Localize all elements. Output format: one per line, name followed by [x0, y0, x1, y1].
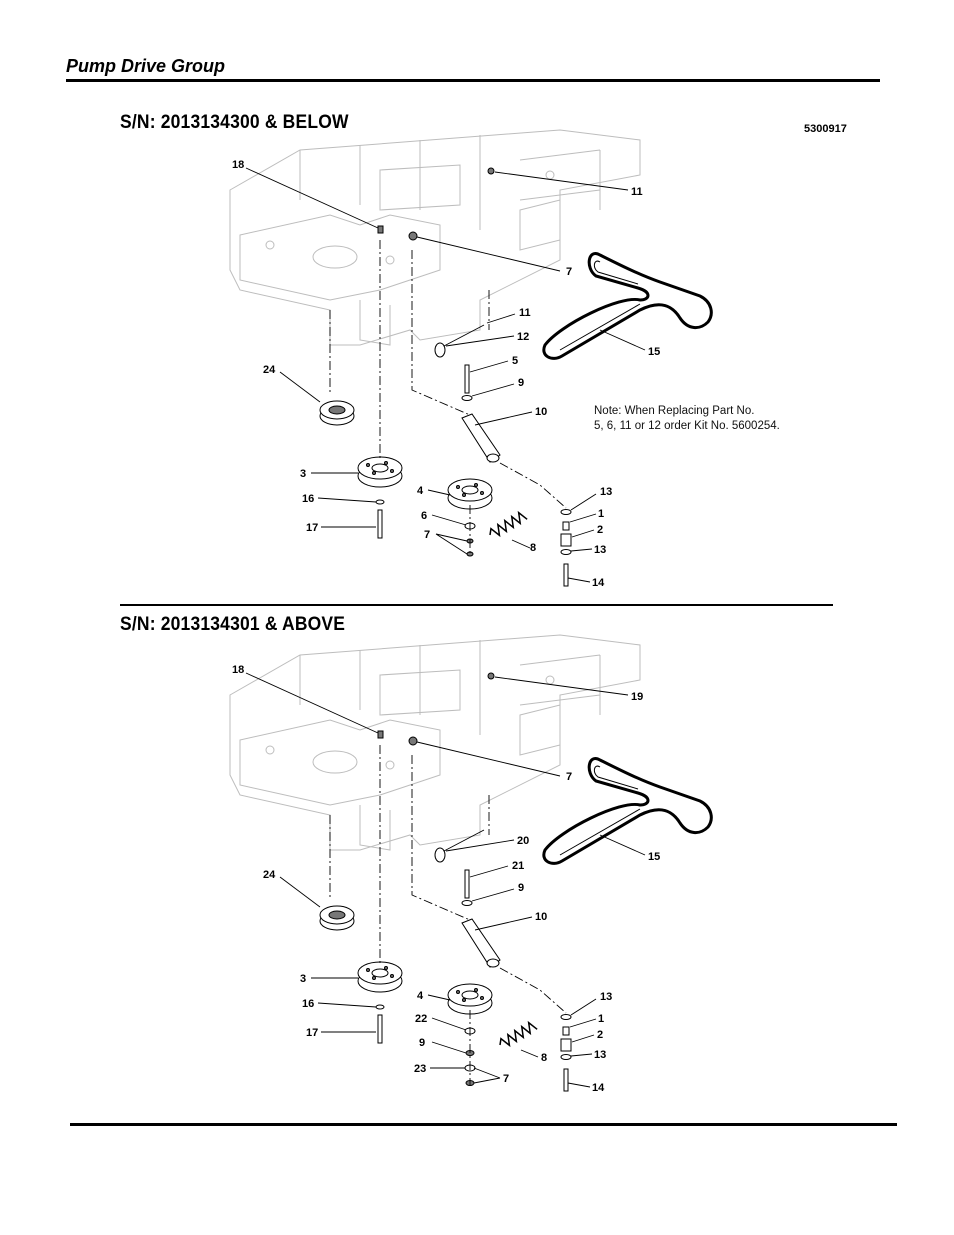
section-heading-below: S/N: 2013134300 & BELOW — [120, 112, 349, 133]
callout-16: 16 — [302, 493, 314, 505]
callout-18: 18 — [232, 159, 244, 171]
kit-note-line-1: Note: When Replacing Part No. — [594, 405, 755, 417]
callout-7: 7 — [566, 266, 572, 278]
section-heading-above: S/N: 2013134301 & ABOVE — [120, 614, 346, 635]
bolt-21 — [464, 869, 470, 899]
kit-note: Note: When Replacing Part No. 5, 6, 11 o… — [594, 404, 780, 434]
section-1-diagram: 18 11 7 11 12 15 5 9 10 24 3 16 17 4 6 7… — [229, 129, 713, 589]
callout-1: 1 — [598, 508, 604, 520]
footer-rule — [70, 1123, 897, 1126]
idler-arm-10 — [461, 413, 501, 463]
bolt-14 — [563, 563, 569, 587]
callout-7b: 7 — [424, 529, 430, 541]
nut-19 — [487, 672, 495, 680]
washer-9-b — [461, 900, 473, 906]
callout-4-b: 4 — [417, 990, 424, 1002]
callout-9-c: 9 — [419, 1037, 425, 1049]
callout-3: 3 — [300, 468, 306, 480]
callout-13-d: 13 — [594, 1049, 606, 1061]
callout-2-b: 2 — [597, 1029, 603, 1041]
callout-10-b: 10 — [535, 911, 547, 923]
callout-23: 23 — [414, 1063, 426, 1075]
callout-9-b: 9 — [518, 882, 524, 894]
callout-8-b: 8 — [541, 1052, 547, 1064]
kit-note-line-2: 5, 6, 11 or 12 order Kit No. 5600254. — [594, 420, 780, 432]
callout-11b: 11 — [519, 307, 531, 319]
callout-16-b: 16 — [302, 998, 314, 1010]
frame-outline-2 — [229, 634, 641, 851]
pump-pulley-24 — [319, 400, 355, 426]
nut-7-top-b — [408, 736, 418, 746]
callout-13b: 13 — [594, 544, 606, 556]
nut-11-top — [487, 167, 495, 175]
section-divider — [120, 604, 833, 606]
callout-20: 20 — [517, 835, 529, 847]
pump-pulley-24-b — [319, 905, 355, 931]
callout-14: 14 — [592, 577, 605, 589]
callout-19: 19 — [631, 691, 643, 703]
page-title: Pump Drive Group — [66, 56, 226, 76]
section-2-diagram: 18 19 7 20 15 21 9 10 24 3 16 17 4 22 9 … — [229, 634, 713, 1094]
drawing-id: 5300917 — [804, 123, 847, 135]
nut-7-top — [408, 231, 418, 241]
callout-7-b: 7 — [566, 771, 572, 783]
callout-11: 11 — [631, 186, 643, 198]
callout-13-c: 13 — [600, 991, 612, 1003]
callout-15-b: 15 — [648, 851, 660, 863]
callout-17-b: 17 — [306, 1027, 318, 1039]
spring-8-b — [496, 1019, 538, 1051]
callout-12: 12 — [517, 331, 529, 343]
callout-15: 15 — [648, 346, 660, 358]
idler-pulley-3 — [357, 456, 403, 488]
bolt-18 — [377, 225, 384, 234]
callout-5: 5 — [512, 355, 518, 367]
idler-pulley-4-b — [447, 983, 493, 1015]
bolt-5 — [464, 364, 470, 394]
eye-bolt-20 — [434, 847, 446, 863]
callout-8: 8 — [530, 542, 536, 554]
spring-8 — [486, 509, 528, 541]
callout-17: 17 — [306, 522, 318, 534]
callout-6: 6 — [421, 510, 427, 522]
callout-10: 10 — [535, 406, 547, 418]
bolt-14-b — [563, 1068, 569, 1092]
callout-1-b: 1 — [598, 1013, 604, 1025]
callout-2: 2 — [597, 524, 603, 536]
callout-13: 13 — [600, 486, 612, 498]
frame-outline-1 — [229, 129, 641, 346]
eye-bolt-12 — [434, 342, 446, 358]
callout-24-b: 24 — [263, 869, 276, 881]
callout-22: 22 — [415, 1013, 427, 1025]
idler-pulley-3-b — [357, 961, 403, 993]
idler-arm-10-b — [461, 918, 501, 968]
callout-24: 24 — [263, 364, 276, 376]
bolt-18-b — [377, 730, 384, 739]
callout-18-b: 18 — [232, 664, 244, 676]
callout-14-b: 14 — [592, 1082, 605, 1094]
header-rule — [66, 79, 880, 82]
washer-9 — [461, 395, 473, 401]
idler-pulley-4 — [447, 478, 493, 510]
callout-9: 9 — [518, 377, 524, 389]
callout-7-c: 7 — [503, 1073, 509, 1085]
callout-21: 21 — [512, 860, 524, 872]
bolt-17-b — [377, 1014, 383, 1044]
bolt-17 — [377, 509, 383, 539]
callout-4: 4 — [417, 485, 424, 497]
callout-3-b: 3 — [300, 973, 306, 985]
